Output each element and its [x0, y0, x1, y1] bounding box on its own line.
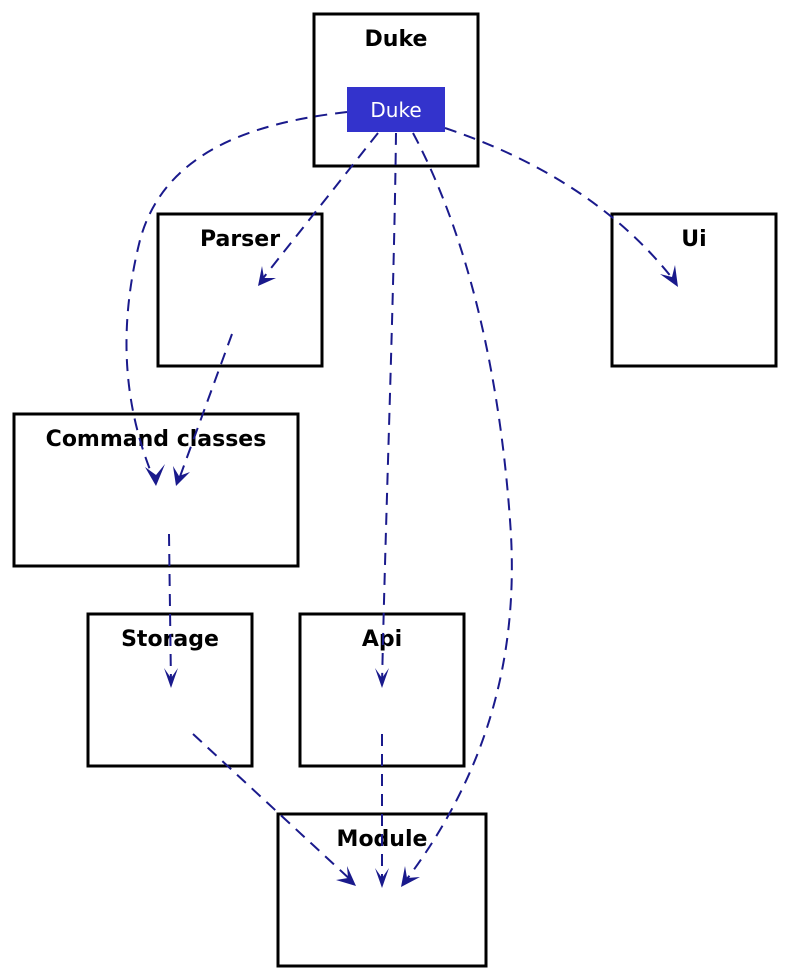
- package-command-classes-title: Command classes: [46, 427, 267, 452]
- edge-api-module: [375, 734, 389, 888]
- duke-class-box: [347, 87, 445, 132]
- duke-class: Duke: [347, 87, 445, 132]
- package-parser: Parser: [156, 212, 324, 368]
- duke-class-label: Duke: [370, 98, 421, 122]
- package-parser-title: Parser: [200, 227, 280, 252]
- package-ui: Ui: [610, 212, 778, 368]
- package-ui-title: Ui: [681, 227, 706, 252]
- edge-duke-parser: [258, 132, 379, 286]
- edge-storage-module: [192, 733, 356, 886]
- edge-duke-command: [125, 111, 348, 486]
- package-command-classes: Command classes: [12, 412, 300, 568]
- edge-parser-command: [173, 333, 233, 486]
- edge-duke-ui: [444, 127, 678, 287]
- edge-duke-api: [375, 132, 397, 688]
- package-duke-title: Duke: [365, 27, 428, 52]
- edge-duke-module: [401, 132, 513, 887]
- package-api-title: Api: [362, 627, 402, 652]
- edge-command-storage: [164, 533, 178, 688]
